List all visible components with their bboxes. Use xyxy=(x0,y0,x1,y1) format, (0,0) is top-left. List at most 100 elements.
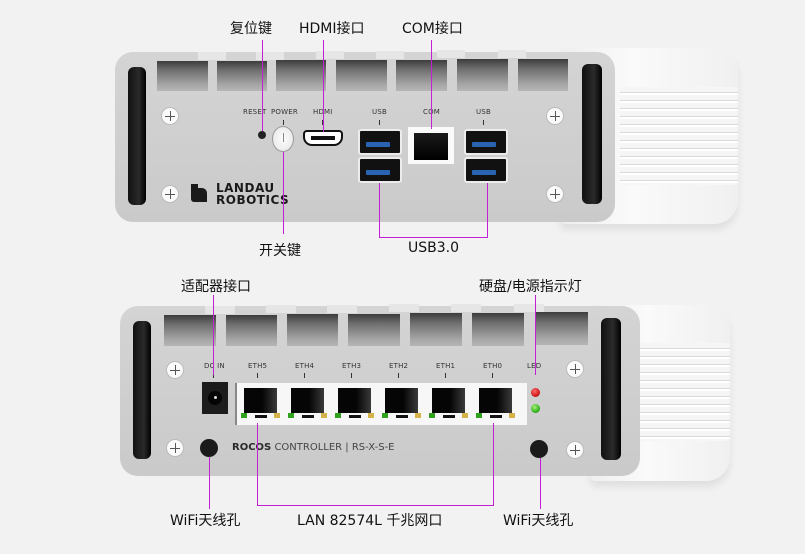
callout-hdmi: HDMI接口 xyxy=(299,21,365,37)
ethernet-port[interactable] xyxy=(288,386,327,421)
heatsink-ribs xyxy=(637,343,730,441)
dc-in-label: DC IN xyxy=(204,362,225,370)
screw-icon xyxy=(161,107,179,125)
screw-icon xyxy=(166,361,184,379)
callout-wifi-right: WiFi天线孔 xyxy=(503,513,574,529)
heatsink-fin xyxy=(336,60,387,91)
landau-logo-icon xyxy=(189,182,209,204)
fin-tab xyxy=(256,52,284,60)
port-led-green xyxy=(429,413,435,418)
usb-port[interactable] xyxy=(358,157,402,183)
label-tick xyxy=(304,373,305,378)
power-icon xyxy=(283,133,284,142)
rj45-socket xyxy=(244,388,277,413)
callout-line xyxy=(257,505,494,506)
heatsink-fin xyxy=(410,313,462,346)
led-label: LED xyxy=(527,362,541,370)
fin-tab xyxy=(389,304,419,312)
power-button[interactable] xyxy=(272,126,294,152)
port-led-green xyxy=(288,413,294,418)
product-model: RS-X-S-E xyxy=(351,442,395,453)
callout-line xyxy=(283,152,284,234)
rj45-socket xyxy=(432,388,465,413)
eth-port-label: ETH2 xyxy=(389,362,409,370)
label-tick xyxy=(213,373,214,378)
callout-wifi-left: WiFi天线孔 xyxy=(170,513,241,529)
heatsink-fin xyxy=(457,59,508,91)
screw-icon xyxy=(546,185,564,203)
usb-port[interactable] xyxy=(464,129,508,155)
fin-tab xyxy=(316,51,344,59)
eth-port-label: ETH0 xyxy=(483,362,503,370)
com-port[interactable] xyxy=(408,127,454,164)
ethernet-port[interactable] xyxy=(476,386,515,421)
hdmi-label: HDMI xyxy=(313,108,333,116)
brand-line2: ROBOTICS xyxy=(216,193,290,207)
callout-line xyxy=(379,183,380,238)
wifi-antenna-hole-left xyxy=(200,439,218,457)
ethernet-port[interactable] xyxy=(382,386,421,421)
screw-icon xyxy=(166,439,184,457)
fin-tab xyxy=(205,306,235,314)
vent-slot-left xyxy=(133,321,151,459)
port-led-amber xyxy=(462,413,468,418)
fin-tab xyxy=(327,305,357,313)
callout-reset: 复位键 xyxy=(230,21,272,37)
port-led-amber xyxy=(274,413,280,418)
callout-line xyxy=(262,40,263,131)
port-led-green xyxy=(476,413,482,418)
callout-line xyxy=(535,295,536,375)
label-tick xyxy=(483,120,484,125)
heatsink-fin xyxy=(472,313,524,346)
eth-port-label: ETH4 xyxy=(295,362,315,370)
reset-label: RESET xyxy=(243,108,267,116)
reset-button[interactable] xyxy=(258,131,266,139)
label-tick xyxy=(351,373,352,378)
label-tick xyxy=(445,373,446,378)
callout-line xyxy=(209,457,210,509)
callout-lan: LAN 82574L 千兆网口 xyxy=(297,513,443,529)
screw-icon xyxy=(546,107,564,125)
rj45-socket xyxy=(479,388,512,413)
label-tick xyxy=(322,120,323,125)
heatsink-fin xyxy=(396,60,447,91)
rj45-socket xyxy=(385,388,418,413)
callout-adapter: 适配器接口 xyxy=(181,279,251,295)
heatsink-fin xyxy=(226,315,277,346)
product-label: ROCOS CONTROLLER | RS-X-S-E xyxy=(232,442,395,453)
fin-tab xyxy=(376,51,404,59)
fin-tab xyxy=(514,304,544,312)
heatsink-ribs xyxy=(620,87,738,185)
callout-power: 开关键 xyxy=(259,243,301,259)
vent-slot-right xyxy=(582,64,602,204)
heatsink-fin xyxy=(164,315,216,346)
callout-line xyxy=(257,423,258,506)
label-tick xyxy=(398,373,399,378)
heatsink-fin xyxy=(348,314,400,346)
port-led-amber xyxy=(415,413,421,418)
label-tick xyxy=(492,373,493,378)
dc-in-port[interactable] xyxy=(202,382,228,414)
port-led-green xyxy=(382,413,388,418)
eth-port-label: ETH3 xyxy=(342,362,362,370)
ethernet-port[interactable] xyxy=(241,386,280,421)
usb-port[interactable] xyxy=(358,129,402,155)
rj45-socket xyxy=(338,388,371,413)
heatsink-fin xyxy=(276,60,326,91)
callout-usb: USB3.0 xyxy=(408,240,460,256)
usb-port[interactable] xyxy=(464,157,508,183)
ethernet-port[interactable] xyxy=(429,386,468,421)
product-name: CONTROLLER xyxy=(274,442,343,453)
heatsink-fin xyxy=(217,61,267,91)
led-green xyxy=(531,404,540,413)
fin-tab xyxy=(266,305,296,313)
ethernet-port[interactable] xyxy=(335,386,374,421)
screw-icon xyxy=(161,185,179,203)
callout-line xyxy=(379,237,488,238)
hdmi-port[interactable] xyxy=(303,130,343,146)
screw-icon xyxy=(566,360,584,378)
eth-port-label: ETH5 xyxy=(248,362,268,370)
screw-icon xyxy=(566,441,584,459)
fin-tab xyxy=(451,304,481,312)
label-tick xyxy=(257,373,258,378)
